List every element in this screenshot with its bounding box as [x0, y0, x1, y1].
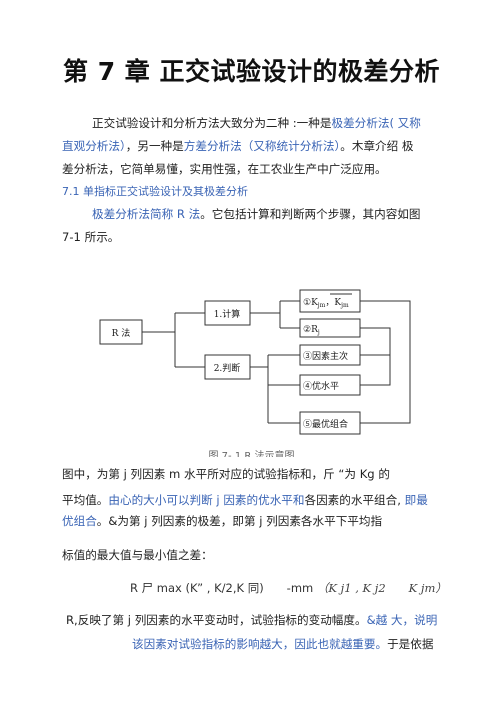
section-heading: 7.1 单指标正交试验设计及其极差分析 — [62, 185, 248, 198]
box-factor-order-label: ③因素主次 — [303, 350, 348, 362]
intro-line-2: 直观分析法），另一种是方差分析法（又称统计分析法）。木章介绍 极 — [62, 138, 414, 154]
para3-text: 平均值。 — [62, 493, 109, 507]
para3-term: 即最 — [400, 493, 428, 507]
box-rj-label: ②Rj — [303, 325, 320, 336]
para2-term: 极差分析法简称 — [92, 207, 174, 221]
calc-label: 1.计算 — [214, 308, 241, 320]
judge-label: 2.判断 — [214, 362, 241, 374]
r-method-term: R 法 — [173, 207, 201, 221]
box-optimal-combo-label: ⑤最优组合 — [303, 418, 348, 430]
variance-analysis-term: 方差分析法（又称统计分析法） — [183, 139, 341, 153]
para3-line-1: 图中，为第 j 列因素 m 水平所对应的试验指标和，斤 “为 Kg 的 — [62, 467, 390, 481]
intro-text: 。木章介绍 极 — [340, 139, 414, 153]
para2-line-2: 7-1 所示。 — [62, 230, 120, 244]
r-method-diagram: R 法 1.计算 2.判断 ①Kjm，Kjm ②Rj ③因素主次 ④优水平 ⑤最… — [99, 289, 411, 435]
range-formula: R 尸 max (K” , K/2,K 同) -mm （K j1 , K j2 … — [130, 580, 447, 596]
para4-term: &越 大，说明 — [366, 613, 438, 627]
intro-text: 正交试验设计和分析方法大致分为二种 :一种是 — [92, 116, 332, 130]
optimal-combo-term: 优组合 — [62, 514, 97, 528]
para3-term: 由心的大小可以判断 j 因素的优水平和 — [108, 493, 305, 507]
intro-text: ，另一种是 — [125, 139, 184, 153]
para4-term: 该因素对试验指标的影响越大，因此也就越重要。 — [132, 637, 388, 651]
para2-text: 。它包括计算和判断两个步骤，其内容如图 — [200, 207, 421, 221]
formula-main: R 尸 max (K” , K/2,K 同) -mm — [130, 581, 314, 595]
para3-line-4: 标值的最大值与最小值之差： — [62, 548, 213, 562]
para4-line-1: R,反映了第 j 列因素的水平变动时，试验指标的变动幅度。&越 大，说明 — [66, 612, 437, 628]
intuitive-analysis-term: 直观分析法） — [62, 139, 126, 153]
box-optimal-level-label: ④优水平 — [303, 380, 339, 392]
intro-line-1: 正交试验设计和分析方法大致分为二种 :一种是极差分析法( 又称 — [92, 115, 421, 131]
figure-caption: 图 7- 1 R 法示意图 — [208, 451, 295, 457]
para4-line-2: 该因素对试验指标的影响越大，因此也就越重要。于是依据 — [132, 636, 433, 652]
para3-text: 各因素的水平组合, — [304, 493, 401, 507]
range-analysis-term: 极差分析法( 又称 — [331, 116, 421, 130]
para3-line-3: 优组合。&为第 j 列因素的极差，即第 j 列因素各水平下平均指 — [62, 513, 382, 529]
root-label: R 法 — [112, 327, 131, 339]
para3-text: 。&为第 j 列因素的极差，即第 j 列因素各水平下平均指 — [96, 514, 383, 528]
para4-text: 于是依据 — [387, 637, 434, 651]
box-kjm-label: ①Kjm，Kjm — [303, 298, 349, 309]
para2-line-1: 极差分析法简称 R 法。它包括计算和判断两个步骤，其内容如图 — [92, 206, 421, 222]
chapter-title: 第 7 章 正交试验设计的极差分析 — [62, 57, 440, 86]
para4-text: R,反映了第 j 列因素的水平变动时，试验指标的变动幅度。 — [66, 613, 367, 627]
intro-line-3: 差分析法，它简单易懂，实用性强，在工农业生产中广泛应用。 — [62, 162, 387, 176]
formula-alt: （K j1 , K j2 K jm） — [316, 581, 447, 595]
para3-line-2: 平均值。由心的大小可以判断 j 因素的优水平和各因素的水平组合, 即最 — [62, 492, 428, 508]
